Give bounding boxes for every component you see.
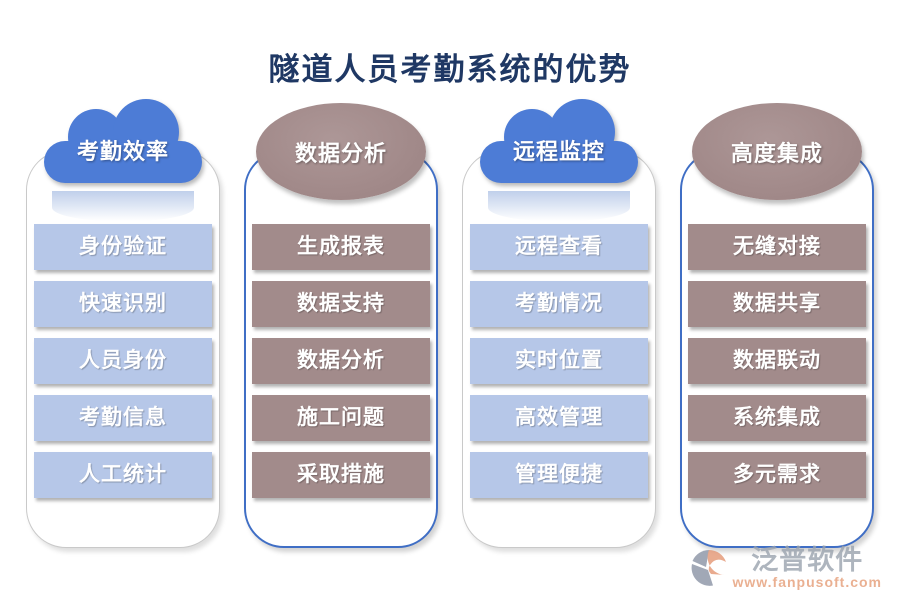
item-list: 身份验证 快速识别 人员身份 考勤信息 人工统计 xyxy=(34,224,212,498)
item-box: 数据共享 xyxy=(688,281,866,327)
column-attendance-efficiency: 考勤效率 身份验证 快速识别 人员身份 考勤信息 人工统计 xyxy=(25,95,221,560)
cloud-reflection xyxy=(52,191,194,221)
item-box: 无缝对接 xyxy=(688,224,866,270)
cloud-shape: 远程监控 xyxy=(472,97,646,189)
item-box: 管理便捷 xyxy=(470,452,648,498)
item-box: 系统集成 xyxy=(688,395,866,441)
item-box: 数据支持 xyxy=(252,281,430,327)
item-box: 快速识别 xyxy=(34,281,212,327)
column-header-label: 考勤效率 xyxy=(76,139,169,164)
item-box: 高效管理 xyxy=(470,395,648,441)
column-data-analysis: 数据分析 生成报表 数据支持 数据分析 施工问题 采取措施 xyxy=(243,95,439,560)
column-header-label: 远程监控 xyxy=(512,139,605,164)
cloud-icon xyxy=(480,99,638,183)
page-title: 隧道人员考勤系统的优势 xyxy=(268,52,632,87)
column-header-label: 数据分析 xyxy=(294,140,387,166)
cloud-shape: 考勤效率 xyxy=(36,97,210,189)
item-box: 施工问题 xyxy=(252,395,430,441)
item-box: 远程查看 xyxy=(470,224,648,270)
column-header-label: 高度集成 xyxy=(730,140,823,166)
fanpu-logo-icon xyxy=(691,550,726,586)
item-box: 实时位置 xyxy=(470,338,648,384)
item-box: 考勤信息 xyxy=(34,395,212,441)
item-box: 人员身份 xyxy=(34,338,212,384)
column-remote-monitoring: 远程监控 远程查看 考勤情况 实时位置 高效管理 管理便捷 xyxy=(461,95,657,560)
watermark-url: www.fanpusoft.com xyxy=(732,574,882,590)
columns-row: 考勤效率 身份验证 快速识别 人员身份 考勤信息 人工统计 数据分析 生成报表 … xyxy=(25,95,875,560)
cloud-icon xyxy=(44,99,202,183)
column-high-integration: 高度集成 无缝对接 数据共享 数据联动 系统集成 多元需求 xyxy=(679,95,875,560)
ellipse-shape: 高度集成 xyxy=(692,103,862,200)
watermark-text: 泛普软件 www.fanpusoft.com xyxy=(733,546,882,590)
item-box: 身份验证 xyxy=(34,224,212,270)
item-box: 采取措施 xyxy=(252,452,430,498)
item-box: 生成报表 xyxy=(252,224,430,270)
item-box: 数据联动 xyxy=(688,338,866,384)
item-box: 数据分析 xyxy=(252,338,430,384)
item-list: 生成报表 数据支持 数据分析 施工问题 采取措施 xyxy=(252,224,430,498)
watermark: 泛普软件 www.fanpusoft.com xyxy=(689,546,882,590)
item-box: 考勤情况 xyxy=(470,281,648,327)
watermark-brand: 泛普软件 xyxy=(751,545,864,575)
item-box: 人工统计 xyxy=(34,452,212,498)
ellipse-shape: 数据分析 xyxy=(256,103,426,200)
item-list: 无缝对接 数据共享 数据联动 系统集成 多元需求 xyxy=(688,224,866,498)
item-list: 远程查看 考勤情况 实时位置 高效管理 管理便捷 xyxy=(470,224,648,498)
item-box: 多元需求 xyxy=(688,452,866,498)
cloud-reflection xyxy=(488,191,630,221)
